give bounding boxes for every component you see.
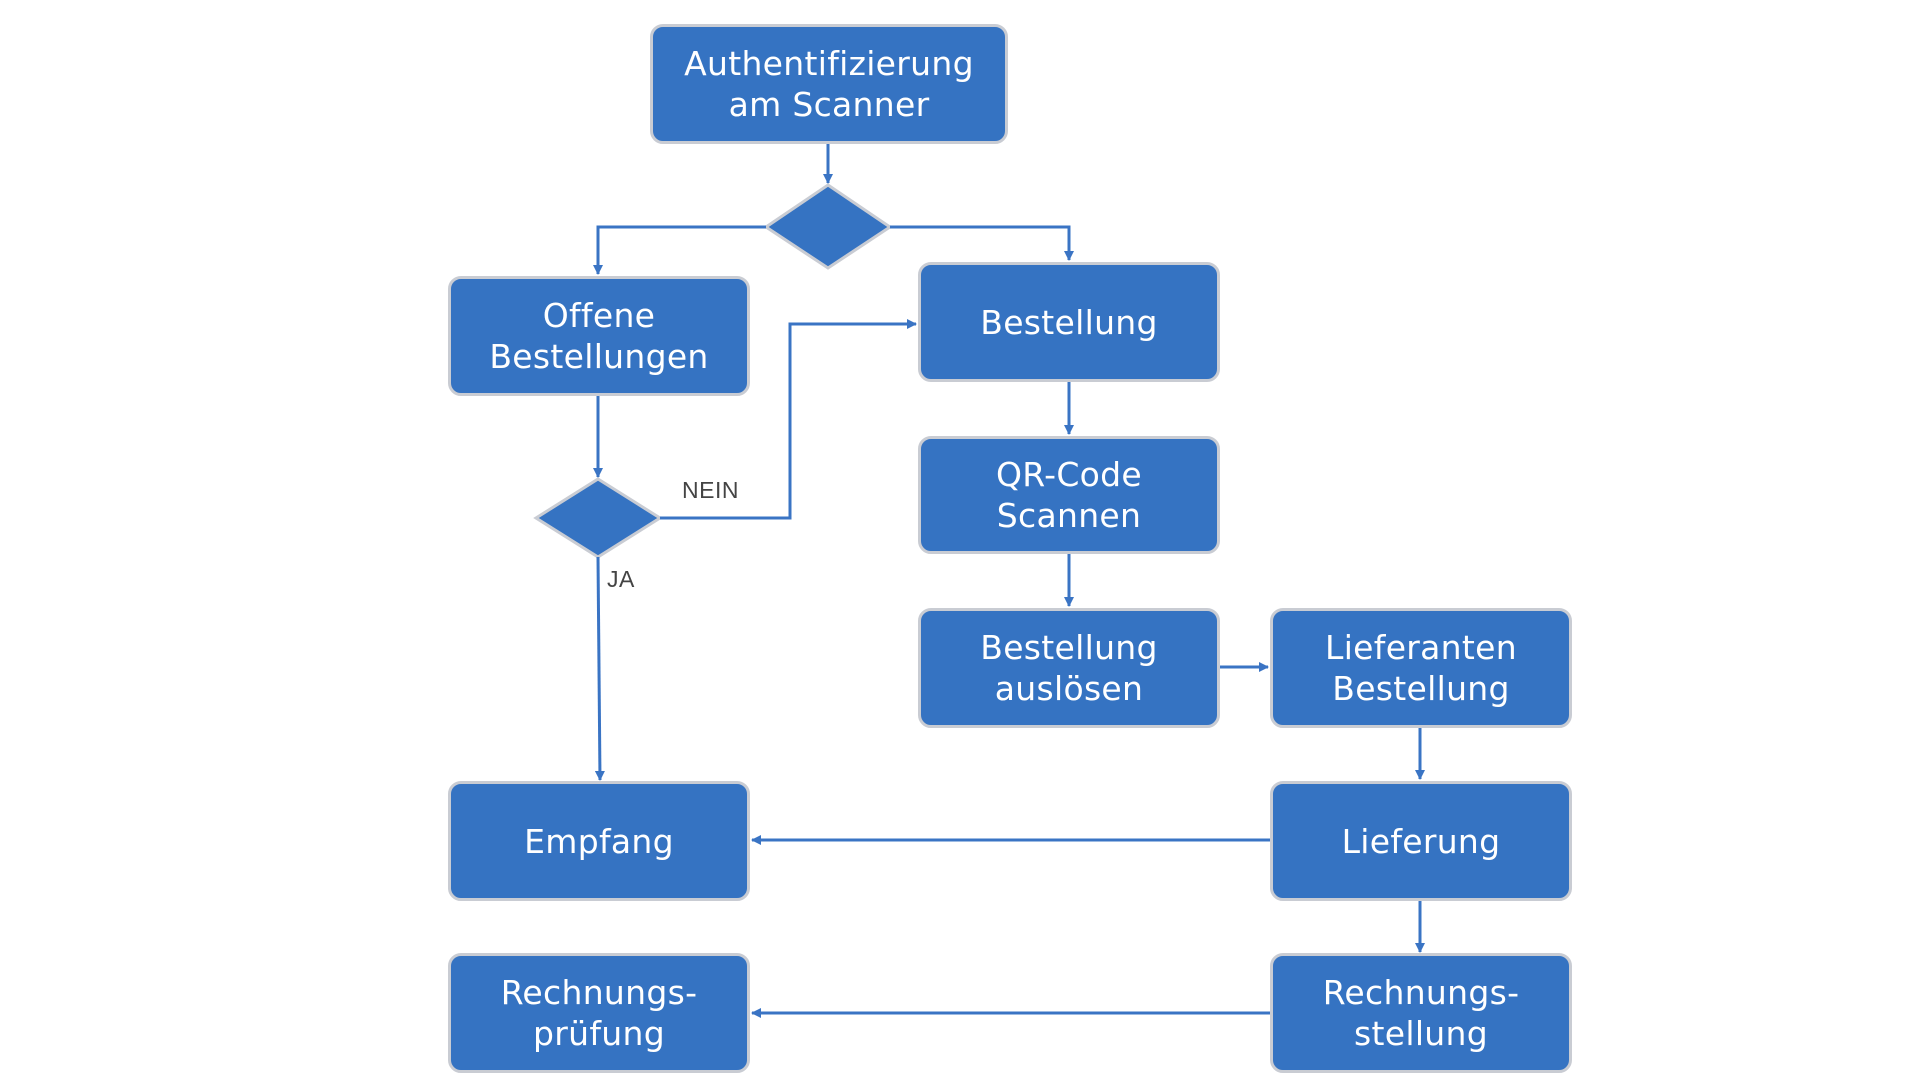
edge-ja-to-empfang <box>594 556 605 781</box>
decision-diamond-top <box>763 183 893 270</box>
node-label: Bestellungen <box>489 337 709 376</box>
edge-nein-to-bestellung <box>660 319 917 520</box>
edge-decision-to-bestellung <box>890 225 1074 261</box>
node-label: Rechnungs- <box>1322 973 1520 1012</box>
decision-diamond-left <box>533 477 663 559</box>
node-bestellung: Bestellung <box>918 262 1220 382</box>
node-label: Bestellung <box>980 628 1158 667</box>
edge-decision-to-offene <box>593 225 766 275</box>
node-label: Scannen <box>996 496 1142 535</box>
node-label: Empfang <box>524 821 674 861</box>
node-lieferung: Lieferung <box>1270 781 1572 901</box>
node-label: Authentifizierung <box>684 44 974 83</box>
node-label: Bestellung <box>1332 669 1510 708</box>
node-qr-code-scannen: QR-Code Scannen <box>918 436 1220 554</box>
node-label: Rechnungs- <box>500 973 698 1012</box>
node-label: stellung <box>1354 1014 1488 1053</box>
node-rechnungspruefung: Rechnungs- prüfung <box>448 953 750 1073</box>
node-empfang: Empfang <box>448 781 750 901</box>
node-lieferanten-bestellung: Lieferanten Bestellung <box>1270 608 1572 728</box>
node-authentifizierung: Authentifizierung am Scanner <box>650 24 1008 144</box>
node-label: prüfung <box>533 1014 665 1053</box>
node-label: Bestellung <box>980 302 1158 342</box>
edge-label-ja: JA <box>607 566 635 592</box>
node-rechnungsstellung: Rechnungs- stellung <box>1270 953 1572 1073</box>
node-offene-bestellungen: Offene Bestellungen <box>448 276 750 396</box>
node-label: Lieferanten <box>1325 628 1517 667</box>
node-label: Offene <box>542 296 656 335</box>
node-label: auslösen <box>994 669 1144 708</box>
node-label: Lieferung <box>1341 821 1501 861</box>
edge-label-nein: NEIN <box>682 477 739 503</box>
node-label: am Scanner <box>728 85 930 124</box>
node-bestellung-ausloesen: Bestellung auslösen <box>918 608 1220 728</box>
node-label: QR-Code <box>995 455 1143 494</box>
